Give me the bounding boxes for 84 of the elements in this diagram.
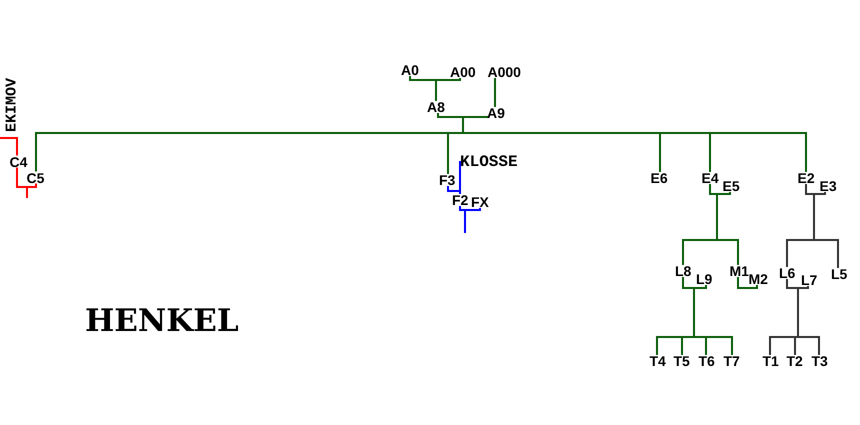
branch-label: A9 [487,106,505,120]
tree-line [693,285,707,289]
branch-label: T2 [786,354,803,368]
tree-line [794,336,799,338]
tree-line [797,287,799,338]
tree-line [26,184,37,188]
branch-label: T5 [674,354,690,368]
branch-label: A000 [488,65,521,79]
tree-line [682,239,718,265]
tree-line [459,190,461,194]
surname-label: KLOSSE [460,154,518,170]
tree-line [35,132,449,172]
tree-line [709,132,807,172]
tree-line [447,132,464,134]
tree-line [705,336,707,355]
tree-line [459,161,461,192]
branch-label: T3 [812,354,828,368]
tree-line [26,186,28,198]
tree-line [459,206,466,211]
branch-label: A8 [427,100,445,114]
branch-label: E5 [722,179,740,193]
tree-line [464,208,481,211]
branch-label: E3 [820,179,837,193]
tree-line [682,277,695,289]
branch-label: M2 [748,272,768,286]
branch-label: E2 [798,171,815,185]
tree-line [786,239,815,267]
tree-line [409,76,437,81]
branch-label: E4 [702,171,719,185]
tree-line [693,336,707,338]
branch-label: T6 [698,354,715,368]
tree-line [462,116,488,118]
branch-label: F3 [439,173,456,187]
tree-line [447,132,449,174]
branch-label: L9 [696,272,712,286]
tree-line [813,239,839,268]
tree-line [656,336,683,355]
tree-line [437,113,464,118]
branch-label: A00 [450,65,476,79]
tree-line [435,78,461,81]
tree-line [716,193,718,241]
tree-line [813,192,826,195]
tree-line [769,336,796,355]
branch-label: A0 [401,63,419,77]
branch-label: L5 [831,267,848,281]
branch-label: C5 [26,170,44,184]
branch-label: L6 [779,266,796,280]
tree-line [813,193,815,241]
tree-line [709,184,718,195]
tree-line [659,132,661,172]
branch-label: T7 [724,354,740,368]
tree-line [435,79,437,101]
tree-line [0,137,18,156]
tree-line [786,279,799,289]
branch-label: L7 [801,273,818,287]
branch-label: FX [471,195,489,209]
branch-label: C4 [10,154,28,168]
tree-line [447,186,461,192]
tree-line [659,132,711,134]
tree-line [797,286,809,289]
tree-line [693,287,695,338]
tree-line [681,336,695,338]
branch-label: F2 [452,193,468,207]
tree-line [716,239,739,265]
tree-line [716,192,731,195]
tree-line [705,336,733,355]
tree-line [737,277,758,289]
tree-line [681,336,683,355]
tree-line [709,132,711,172]
surname-label: EKIMOV [0,72,24,138]
tree-line [805,184,815,195]
tree-line [794,336,796,355]
diagram-title: HENKEL [85,306,239,337]
branch-label: M1 [730,264,749,278]
tree-line [16,168,28,188]
tree-line [462,116,464,134]
tree-line [462,132,661,134]
branch-label: L8 [675,264,692,278]
tree-line [464,209,466,233]
branch-label: T4 [650,354,666,368]
tree-line [797,336,820,355]
branch-label: E6 [650,171,668,185]
tree-line [494,78,496,107]
branch-label: T1 [762,354,779,368]
